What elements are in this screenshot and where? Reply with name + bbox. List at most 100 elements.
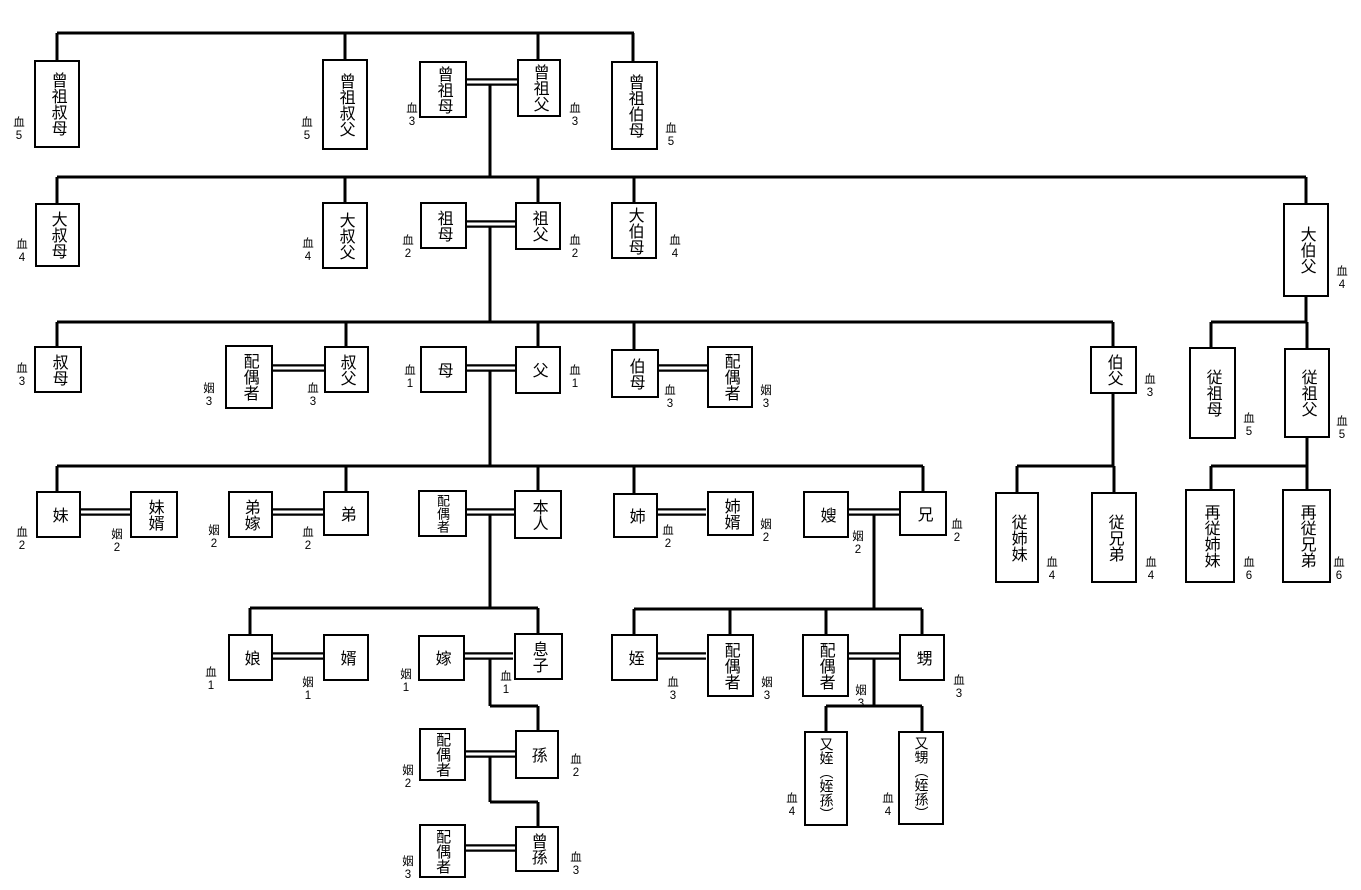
person-box-chichi: 父 bbox=[515, 346, 561, 394]
relation-degree-number: 2 bbox=[854, 543, 862, 556]
person-box-spouse-mago: 配偶者 bbox=[418, 728, 466, 781]
relation-kind-char: 血 bbox=[1144, 374, 1156, 386]
person-box-spouse-hakubo: 配偶者 bbox=[707, 346, 753, 408]
person-box-shukubo: 叔母 bbox=[34, 346, 82, 393]
person-box-shukufu: 叔父 bbox=[323, 346, 369, 393]
relation-kind-char: 姻 bbox=[302, 677, 314, 689]
person-box-musuko: 息子 bbox=[513, 633, 563, 680]
person-box-saiju-shimai: 再従姉妹 bbox=[1185, 489, 1235, 583]
relation-degree-number: 6 bbox=[1245, 569, 1253, 582]
person-box-sofu: 祖父 bbox=[515, 202, 561, 250]
person-label: 大伯母 bbox=[625, 206, 643, 255]
person-label: 曾祖伯母 bbox=[625, 73, 643, 138]
person-label: 配偶者 bbox=[434, 732, 452, 777]
person-box-hakubo: 伯母 bbox=[611, 349, 659, 398]
relation-degree-number: 3 bbox=[666, 397, 674, 410]
person-box-honnin: 本人 bbox=[514, 490, 562, 539]
relation-degree-number: 3 bbox=[1146, 386, 1154, 399]
relation-kind-char: 姻 bbox=[852, 531, 864, 543]
relation-kind-char: 姻 bbox=[760, 519, 772, 531]
relation-kind-char: 血 bbox=[307, 383, 319, 395]
relation-kind-char: 姻 bbox=[400, 669, 412, 681]
person-box-ani: 兄 bbox=[899, 491, 947, 536]
person-label: 弟 bbox=[337, 505, 355, 522]
person-label: 従祖母 bbox=[1203, 369, 1221, 417]
person-label: 配偶者 bbox=[721, 641, 739, 690]
person-label: 伯母 bbox=[626, 357, 644, 390]
relation-kind-char: 姻 bbox=[402, 765, 414, 777]
relation-kind-char: 血 bbox=[569, 103, 581, 115]
person-label: 嫂 bbox=[817, 506, 835, 523]
person-label: 伯父 bbox=[1104, 354, 1122, 386]
relation-degree-number: 1 bbox=[304, 689, 312, 702]
relation-degree-number: 2 bbox=[953, 531, 961, 544]
person-label: 曾祖叔母 bbox=[48, 72, 66, 136]
person-box-spouse-oi: 配偶者 bbox=[801, 634, 849, 697]
person-label: 叔父 bbox=[337, 353, 355, 386]
relation-kind-char: 血 bbox=[302, 238, 314, 250]
person-label: 配偶者 bbox=[435, 494, 451, 533]
relation-degree-number: 3 bbox=[762, 397, 770, 410]
relation-degree-number: 6 bbox=[1335, 569, 1343, 582]
relation-kind-char: 血 bbox=[500, 671, 512, 683]
relation-degree-number: 2 bbox=[113, 541, 121, 554]
person-box-soso-shukubo: 曾祖叔母 bbox=[34, 60, 80, 148]
relation-degree-number: 1 bbox=[402, 681, 410, 694]
relation-degree-number: 4 bbox=[884, 805, 892, 818]
relation-degree-number: 4 bbox=[1048, 569, 1056, 582]
relation-degree-number: 2 bbox=[571, 247, 579, 260]
person-box-saiju-kyodai: 再従兄弟 bbox=[1281, 489, 1331, 583]
relation-kind-char: 姻 bbox=[203, 383, 215, 395]
person-label: 又姪（姪孫） bbox=[818, 736, 835, 821]
relation-degree-number: 5 bbox=[1338, 428, 1346, 441]
relation-degree-number: 3 bbox=[571, 115, 579, 128]
relation-degree-number: 3 bbox=[309, 395, 317, 408]
person-label: 妹婿 bbox=[145, 498, 163, 531]
relation-degree-number: 3 bbox=[18, 375, 26, 388]
person-box-ju-sofu: 従祖父 bbox=[1284, 348, 1330, 438]
person-label: 弟嫁 bbox=[241, 498, 259, 531]
person-label: 叔母 bbox=[49, 353, 67, 386]
relation-degree-number: 3 bbox=[404, 868, 412, 881]
person-label: 祖父 bbox=[529, 210, 547, 242]
relation-kind-char: 血 bbox=[406, 103, 418, 115]
person-box-muko: 婿 bbox=[323, 634, 369, 681]
relation-degree-number: 2 bbox=[762, 531, 770, 544]
relation-kind-char: 姻 bbox=[761, 677, 773, 689]
relation-degree-number: 1 bbox=[207, 679, 215, 692]
person-label: 甥 bbox=[913, 649, 931, 666]
relation-degree-number: 5 bbox=[1245, 425, 1253, 438]
relation-degree-number: 4 bbox=[788, 805, 796, 818]
relation-kind-char: 血 bbox=[205, 667, 217, 679]
relation-kind-char: 血 bbox=[570, 754, 582, 766]
person-label: 配偶者 bbox=[434, 828, 452, 874]
person-label: 曾祖母 bbox=[434, 65, 452, 114]
person-box-mata-oi: 又甥（姪孫） bbox=[898, 731, 944, 825]
person-box-ju-kyodai: 従兄弟 bbox=[1091, 492, 1137, 583]
relation-kind-char: 血 bbox=[665, 123, 677, 135]
